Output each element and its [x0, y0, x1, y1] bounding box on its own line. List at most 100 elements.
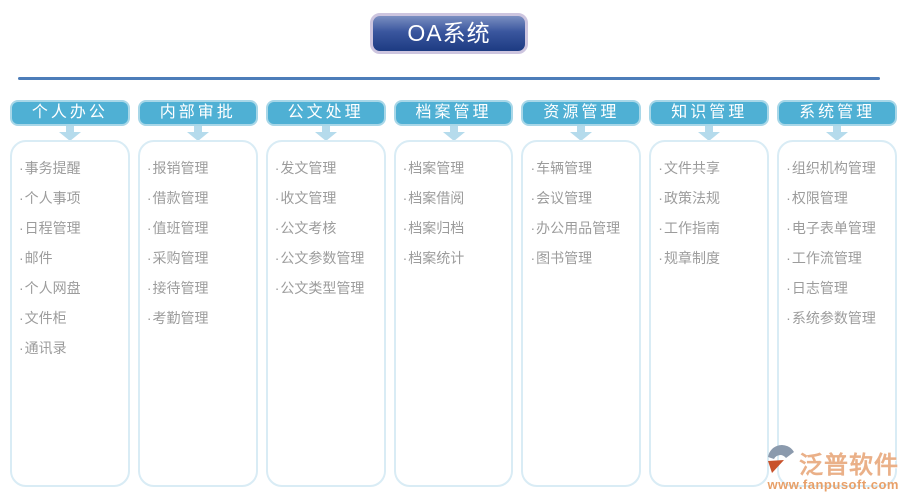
module-item: ·档案归档 — [403, 213, 510, 243]
column-panel: ·报销管理·借款管理·值班管理·采购管理·接待管理·考勤管理 — [137, 140, 258, 487]
bullet-icon: · — [786, 280, 791, 296]
module-item-label: 发文管理 — [280, 160, 337, 176]
column-7: 系统管理·组织机构管理·权限管理·电子表单管理·工作流管理·日志管理·系统参数管… — [777, 100, 898, 487]
column-panel: ·发文管理·收文管理·公文考核·公文参数管理·公文类型管理 — [265, 140, 386, 487]
column-2: 内部审批·报销管理·借款管理·值班管理·采购管理·接待管理·考勤管理 — [137, 100, 258, 487]
column-header: 知识管理 — [649, 100, 770, 126]
column-3: 公文处理·发文管理·收文管理·公文考核·公文参数管理·公文类型管理 — [265, 100, 386, 487]
module-item: ·系统参数管理 — [786, 303, 893, 333]
module-item-label: 电子表单管理 — [791, 220, 876, 236]
module-item-label: 值班管理 — [152, 220, 209, 236]
bullet-icon: · — [274, 160, 280, 176]
module-item: ·图书管理 — [530, 243, 637, 273]
module-item-label: 收文管理 — [280, 190, 337, 206]
module-item: ·考勤管理 — [147, 303, 254, 333]
module-item-label: 权限管理 — [791, 190, 848, 206]
fanpu-logo-icon — [765, 444, 798, 481]
bullet-icon: · — [19, 160, 24, 176]
module-item: ·权限管理 — [786, 183, 893, 213]
module-item: ·办公用品管理 — [530, 213, 637, 243]
bullet-icon: · — [146, 160, 152, 176]
column-5: 资源管理·车辆管理·会议管理·办公用品管理·图书管理 — [521, 100, 642, 487]
bullet-icon: · — [786, 250, 791, 266]
bullet-icon: · — [786, 310, 791, 326]
module-item-label: 车辆管理 — [536, 160, 593, 176]
module-item: ·借款管理 — [147, 183, 254, 213]
module-item: ·档案统计 — [403, 243, 510, 273]
module-item-label: 规章制度 — [663, 250, 720, 266]
column-header: 公文处理 — [265, 100, 386, 126]
watermark: 泛普软件 www.fanpusoft.com — [765, 444, 899, 492]
bullet-icon: · — [19, 220, 24, 236]
column-1: 个人办公·事务提醒·个人事项·日程管理·邮件·个人网盘·文件柜·通讯录 — [10, 100, 130, 487]
module-item-label: 个人事项 — [24, 190, 81, 206]
column-4: 档案管理·档案管理·档案借阅·档案归档·档案统计 — [393, 100, 514, 487]
module-item: ·政策法规 — [658, 183, 765, 213]
module-item-label: 工作指南 — [663, 220, 720, 236]
module-item-label: 公文参数管理 — [280, 250, 365, 266]
module-item: ·日程管理 — [19, 213, 126, 243]
column-panel: ·事务提醒·个人事项·日程管理·邮件·个人网盘·文件柜·通讯录 — [10, 140, 130, 487]
module-item-label: 办公用品管理 — [536, 220, 621, 236]
divider-line — [18, 77, 880, 80]
column-header: 档案管理 — [393, 100, 514, 126]
module-item-label: 日程管理 — [24, 220, 81, 236]
module-item-label: 借款管理 — [152, 190, 209, 206]
module-item: ·工作流管理 — [786, 243, 893, 273]
module-item-label: 图书管理 — [536, 250, 593, 266]
bullet-icon: · — [274, 250, 280, 266]
module-item: ·报销管理 — [147, 153, 254, 183]
bullet-icon: · — [146, 190, 152, 206]
module-item: ·公文参数管理 — [275, 243, 382, 273]
module-item-label: 通讯录 — [24, 340, 67, 356]
bullet-icon: · — [658, 220, 663, 236]
arrow-down-icon — [698, 126, 721, 141]
bullet-icon: · — [658, 190, 663, 206]
bullet-icon: · — [402, 250, 408, 266]
module-item-label: 日志管理 — [791, 280, 848, 296]
module-item-label: 系统参数管理 — [791, 310, 876, 326]
module-item-label: 文件共享 — [663, 160, 720, 176]
bullet-icon: · — [786, 160, 791, 176]
watermark-brand: 泛普软件 — [799, 452, 899, 479]
diagram-title: OA系统 — [370, 13, 528, 54]
module-item: ·发文管理 — [275, 153, 382, 183]
module-item-label: 邮件 — [24, 250, 53, 266]
module-item: ·值班管理 — [147, 213, 254, 243]
module-item: ·通讯录 — [19, 333, 126, 363]
module-item: ·公文考核 — [275, 213, 382, 243]
bullet-icon: · — [146, 280, 152, 296]
arrow-down-icon — [314, 126, 337, 141]
arrow-down-icon — [570, 126, 593, 141]
module-item: ·文件柜 — [19, 303, 126, 333]
module-item: ·收文管理 — [275, 183, 382, 213]
module-item: ·个人事项 — [19, 183, 126, 213]
module-item: ·档案管理 — [403, 153, 510, 183]
column-panel: ·组织机构管理·权限管理·电子表单管理·工作流管理·日志管理·系统参数管理 — [777, 140, 898, 487]
column-6: 知识管理·文件共享·政策法规·工作指南·规章制度 — [649, 100, 770, 487]
bullet-icon: · — [786, 220, 791, 236]
bullet-icon: · — [19, 250, 24, 266]
arrow-down-icon — [58, 126, 81, 141]
bullet-icon: · — [658, 160, 663, 176]
module-item-label: 政策法规 — [663, 190, 720, 206]
module-item-label: 考勤管理 — [152, 310, 209, 326]
module-item: ·接待管理 — [147, 273, 254, 303]
column-panel: ·车辆管理·会议管理·办公用品管理·图书管理 — [521, 140, 642, 487]
bullet-icon: · — [19, 280, 24, 296]
bullet-icon: · — [786, 190, 791, 206]
bullet-icon: · — [402, 220, 408, 236]
arrow-down-icon — [442, 126, 465, 141]
module-item-label: 组织机构管理 — [791, 160, 876, 176]
module-item-label: 采购管理 — [152, 250, 209, 266]
bullet-icon: · — [658, 250, 663, 266]
columns: 个人办公·事务提醒·个人事项·日程管理·邮件·个人网盘·文件柜·通讯录内部审批·… — [10, 100, 898, 487]
column-header: 资源管理 — [521, 100, 642, 126]
module-item: ·文件共享 — [658, 153, 765, 183]
arrow-down-icon — [186, 126, 209, 141]
bullet-icon: · — [19, 340, 24, 356]
module-item-label: 档案借阅 — [408, 190, 465, 206]
bullet-icon: · — [402, 160, 408, 176]
module-item-label: 事务提醒 — [24, 160, 81, 176]
module-item-label: 个人网盘 — [24, 280, 81, 296]
